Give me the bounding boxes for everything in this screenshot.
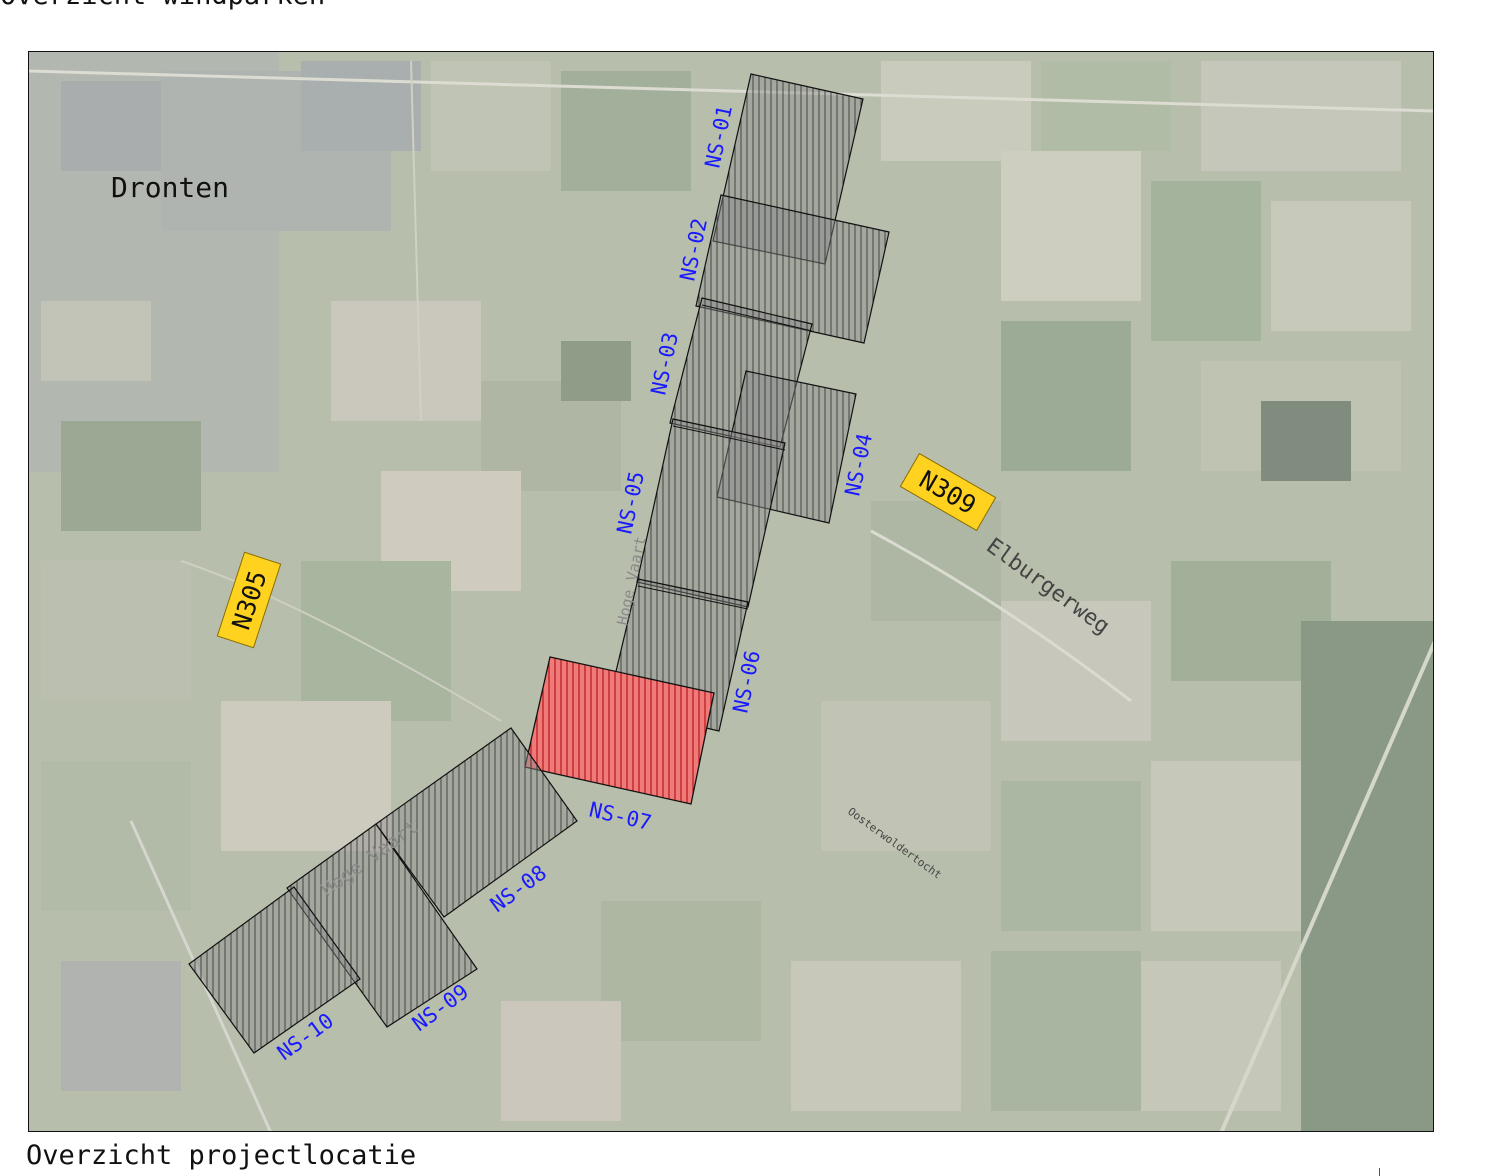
corner-tick xyxy=(1379,1168,1380,1176)
page-title: Overzicht windparken xyxy=(0,0,325,11)
aerial-map[interactable]: Hoge Vaart Hoge Vaart Elburgerweg Ooster… xyxy=(28,51,1434,1132)
parcel-ns-10[interactable] xyxy=(188,886,361,1054)
map-canvas[interactable]: Hoge Vaart Hoge Vaart Elburgerweg Ooster… xyxy=(29,52,1434,1132)
parcel-ns-05[interactable] xyxy=(636,418,786,608)
label-dronten: Dronten xyxy=(111,171,229,204)
parcel-ns-07[interactable] xyxy=(524,656,715,805)
parcel-ns-02[interactable] xyxy=(695,194,890,344)
parcel-ns-08[interactable] xyxy=(375,727,578,918)
map-caption: Overzicht projectlocatie xyxy=(26,1140,417,1171)
parcel-ns-09[interactable] xyxy=(286,823,478,1028)
